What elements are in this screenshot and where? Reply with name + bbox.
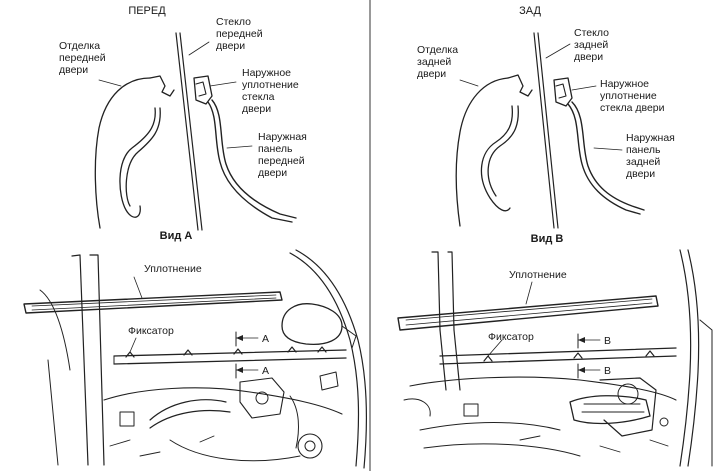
rear-header: ЗАД [519,5,541,17]
front-seal-strip [23,291,283,314]
rear-door-view: Вид В Уплотнение Фиксатор B [397,233,713,467]
rear-section-view: ЗАД Отделка задней двери Стекло задней д… [417,5,678,229]
front-strip-label: Уплотнение [144,263,202,275]
front-section-marker-top: A [262,333,269,345]
rear-section-marker-top: B [604,335,611,347]
rear-view-title: Вид В [531,233,564,245]
front-section-view: ПЕРЕД Отделка передней двери Стекло пере… [59,5,310,231]
rear-strip-label: Уплотнение [509,269,567,281]
rear-seal-strip [397,295,659,331]
rear-section-marker-bottom: B [604,365,611,377]
front-panel-label: Наружная панель передней двери [258,131,310,179]
front-glass-label: Стекло передней двери [216,16,266,52]
rear-panel-label: Наружная панель задней двери [626,132,678,180]
front-clip-label: Фиксатор [128,325,174,337]
rear-seal-label: Наружное уплотнение стекла двери [600,78,665,114]
rear-trim-label: Отделка задней двери [417,44,461,80]
front-trim-label: Отделка передней двери [59,40,109,76]
front-door-view: Вид А Уплотнение Фиксатор [23,230,368,469]
mirror [281,303,343,346]
rear-glass-label: Стекло задней двери [574,27,612,63]
rear-clip-label: Фиксатор [488,331,534,343]
front-view-title: Вид А [160,230,193,242]
front-section-marker-bottom: A [262,365,269,377]
front-seal-label: Наружное уплотнение стекла двери [242,67,302,115]
front-header: ПЕРЕД [128,5,166,17]
